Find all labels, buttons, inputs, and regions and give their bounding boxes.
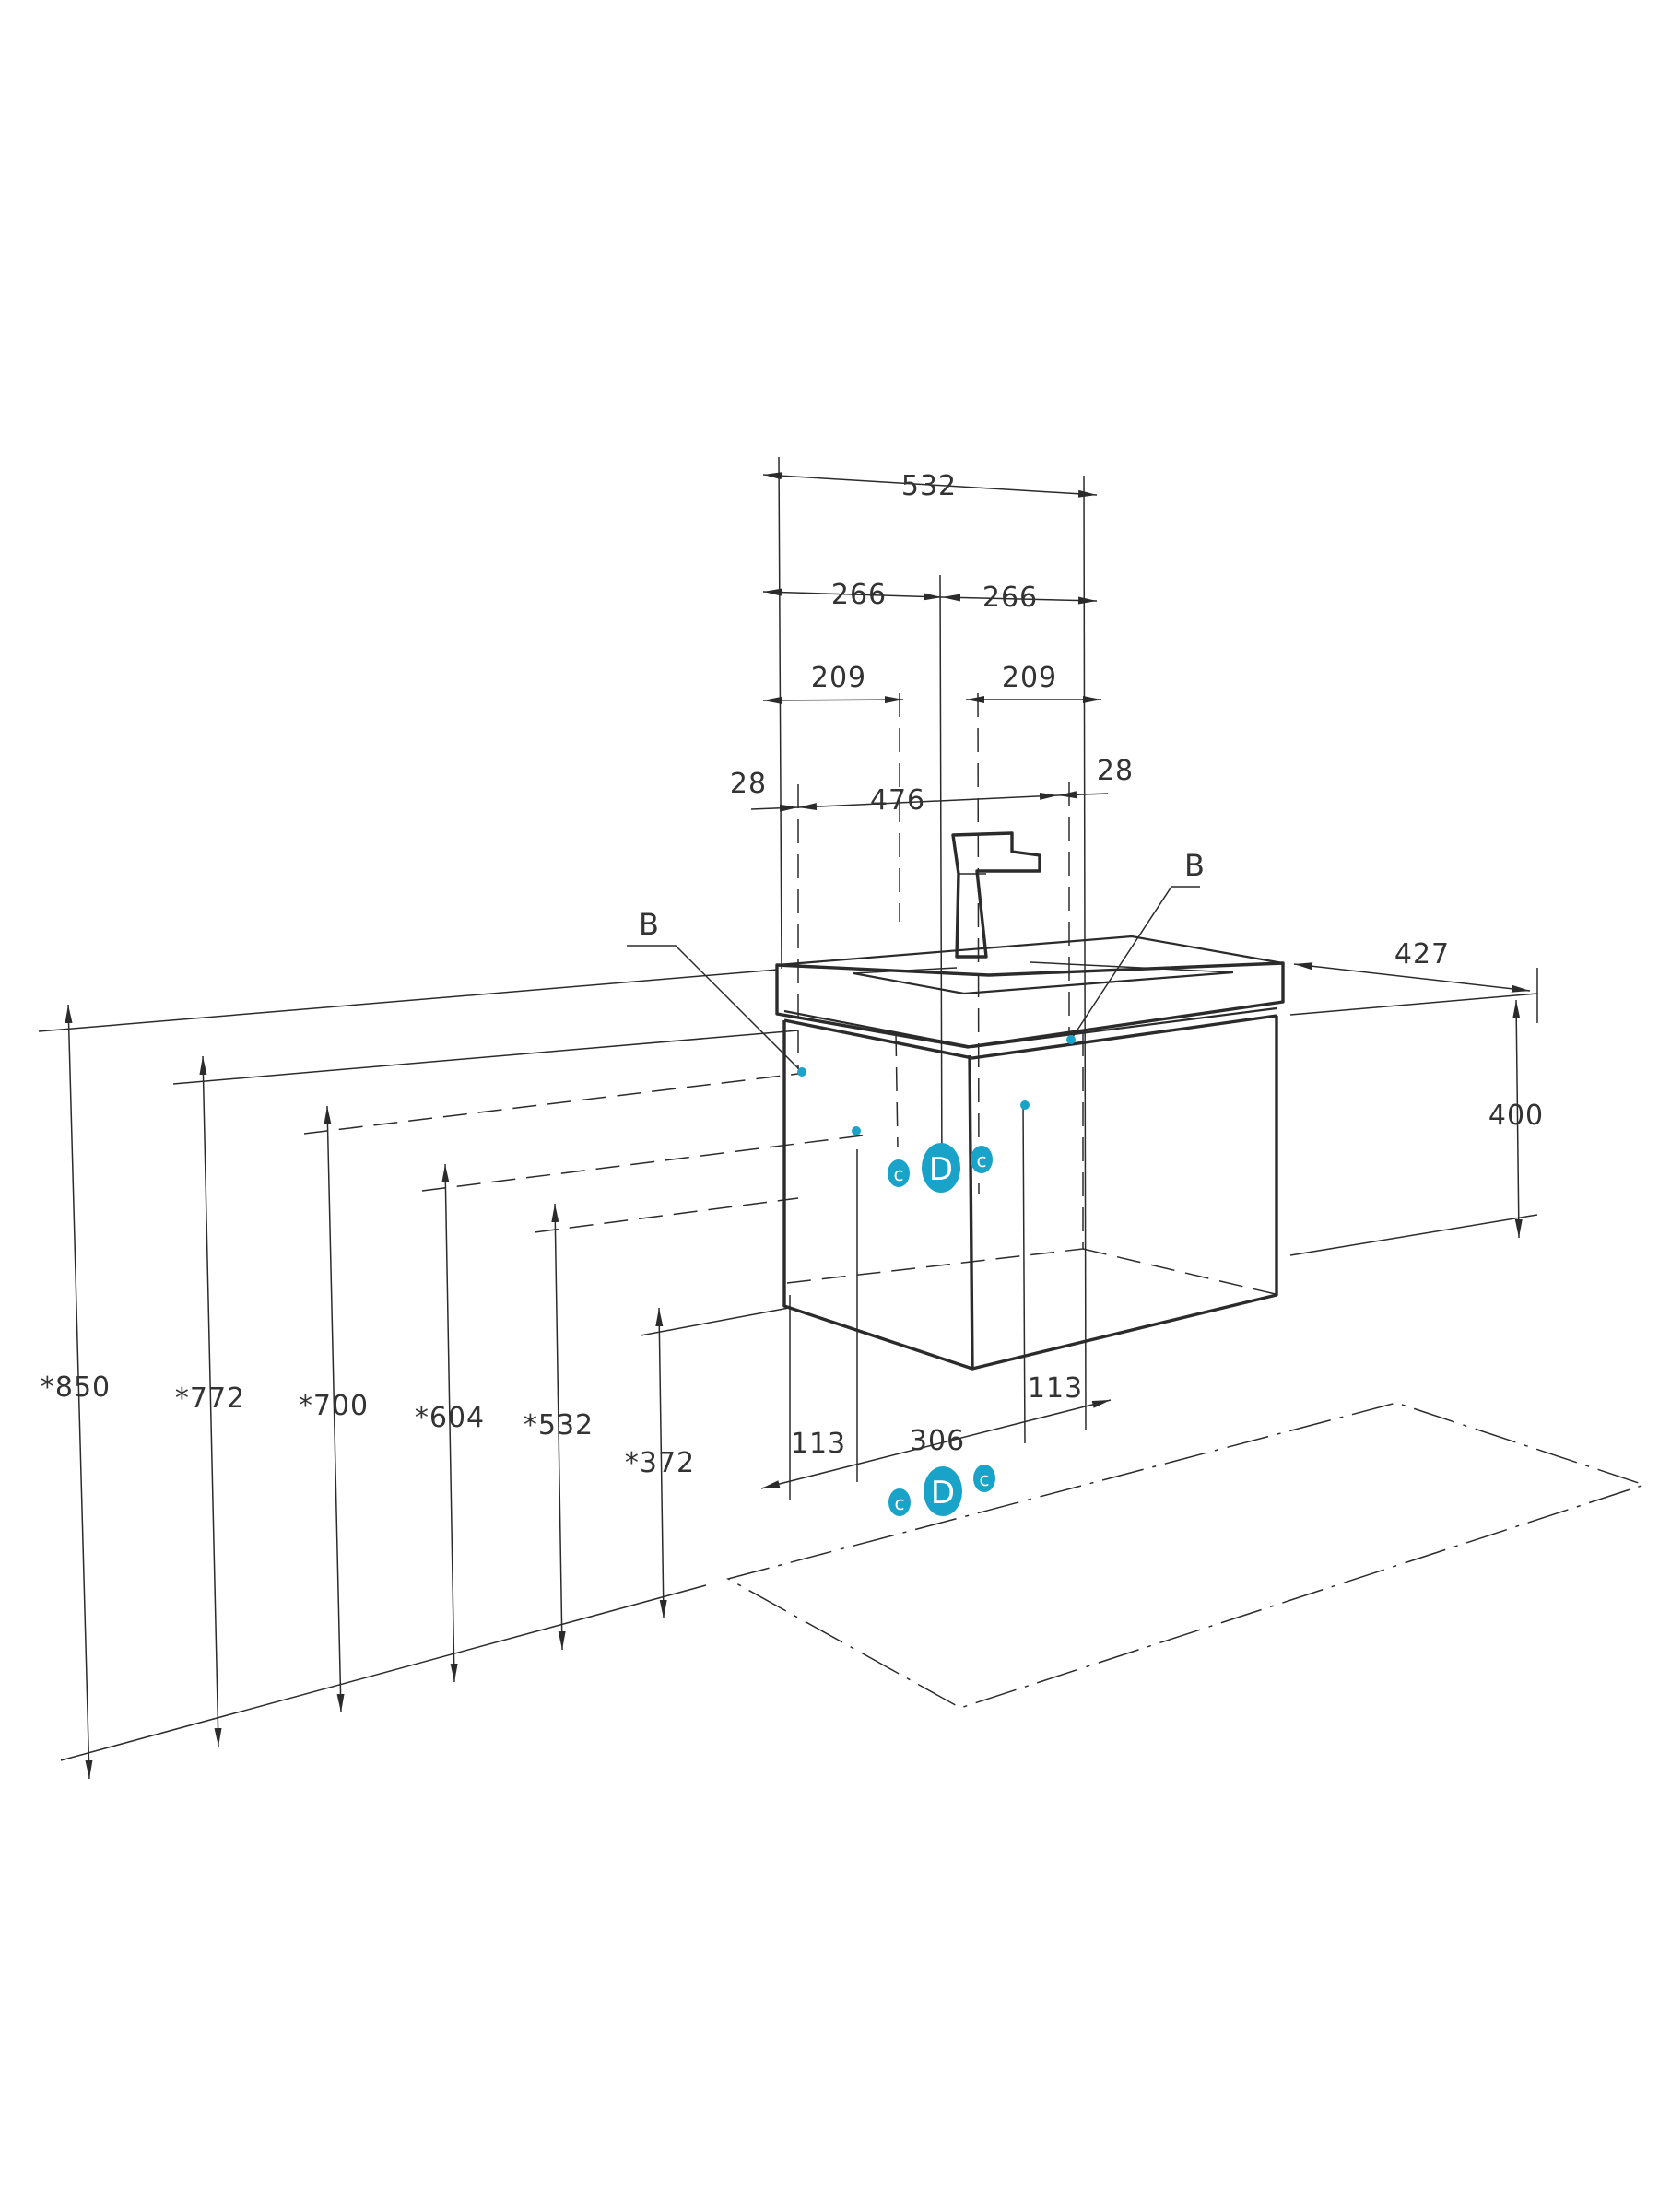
dimension-half-right: 266 bbox=[982, 582, 1038, 614]
drain-marker-label: D bbox=[931, 1475, 955, 1512]
pipe-point-dot bbox=[1020, 1100, 1030, 1110]
dimension-left-offset: 113 bbox=[791, 1428, 846, 1460]
dimension-right-offset: 113 bbox=[1028, 1372, 1083, 1405]
drain-marker-label: D bbox=[929, 1151, 953, 1188]
dimension-bowl-left: 209 bbox=[811, 662, 866, 694]
wall-lines bbox=[38, 969, 1538, 1761]
cold-water-marker-label: c bbox=[894, 1163, 904, 1185]
extension-lines bbox=[778, 456, 1538, 1500]
drain-marker bbox=[922, 1143, 960, 1193]
hidden-lines bbox=[786, 692, 1280, 1296]
dimension-drain-spacing: 306 bbox=[910, 1425, 965, 1457]
dimension-half-left: 266 bbox=[831, 579, 887, 611]
height-label: *850 bbox=[41, 1371, 111, 1404]
fixing-point-label-left: B bbox=[639, 907, 659, 942]
dimension-side-left: 28 bbox=[730, 768, 767, 800]
height-label: *372 bbox=[625, 1447, 695, 1479]
cabinet bbox=[782, 1006, 1278, 1371]
height-label: *772 bbox=[175, 1382, 245, 1415]
hot-water-marker-label: c bbox=[977, 1149, 987, 1171]
drain-marker bbox=[924, 1466, 962, 1516]
wall-connection-markers: c D c bbox=[888, 1143, 993, 1193]
basin bbox=[775, 935, 1285, 1049]
leader-lines bbox=[627, 886, 1200, 1073]
fixing-point-dot bbox=[1066, 1035, 1076, 1044]
fixing-point-dot bbox=[797, 1067, 806, 1077]
dimension-cabinet-height: 400 bbox=[1488, 1100, 1544, 1132]
dimension-side-right: 28 bbox=[1097, 755, 1134, 787]
floor-connection-markers: c D c bbox=[888, 1465, 995, 1516]
bottom-dimension-line bbox=[760, 1399, 1112, 1489]
dimension-bowl-right: 209 bbox=[1002, 662, 1057, 694]
cold-water-marker bbox=[888, 1488, 911, 1516]
cold-water-marker bbox=[888, 1159, 910, 1187]
hot-water-marker bbox=[971, 1146, 993, 1173]
height-label: *604 bbox=[415, 1402, 485, 1434]
fixing-points bbox=[797, 1035, 1076, 1135]
pipe-point-dot bbox=[852, 1126, 861, 1135]
dimension-total-width: 532 bbox=[901, 470, 957, 502]
floor-outline bbox=[726, 1402, 1647, 1709]
faucet-illustration bbox=[951, 831, 1041, 959]
dimension-depth: 427 bbox=[1394, 938, 1450, 971]
height-dimension-lines bbox=[65, 1004, 667, 1780]
height-label: *532 bbox=[524, 1409, 594, 1441]
cold-water-marker-label: c bbox=[895, 1492, 905, 1514]
hot-water-marker-label: c bbox=[980, 1468, 990, 1490]
dimension-inner-width: 476 bbox=[870, 784, 925, 817]
hot-water-marker bbox=[973, 1465, 995, 1492]
fixing-point-label-right: B bbox=[1184, 848, 1205, 883]
top-dimension-lines bbox=[750, 472, 1531, 1239]
height-label: *700 bbox=[299, 1390, 369, 1422]
